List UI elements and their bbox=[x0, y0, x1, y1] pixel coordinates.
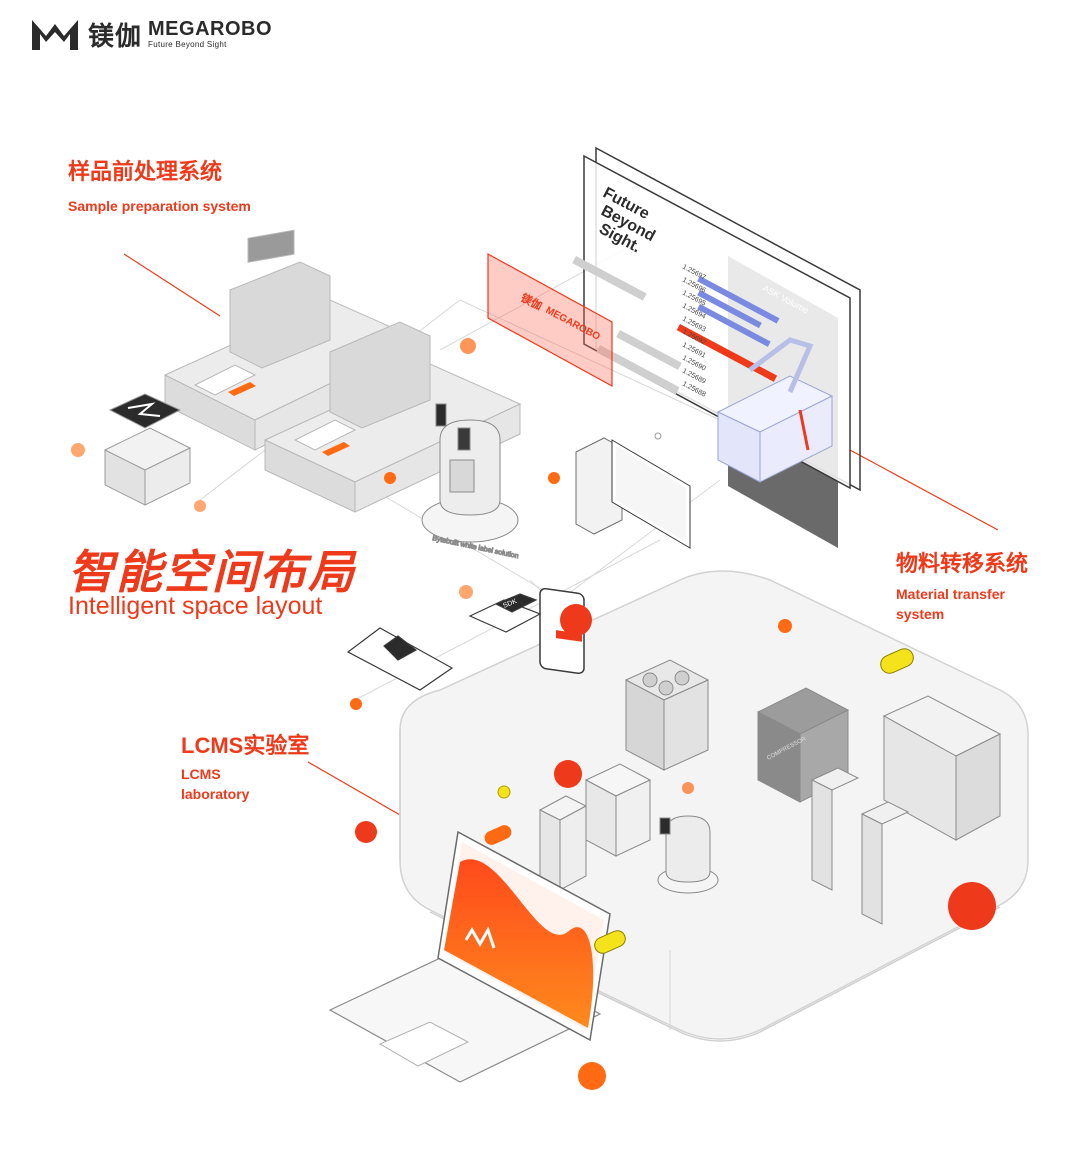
headline-zh: 智能空间布局 bbox=[68, 546, 356, 598]
sample-prep-title: 样品前处理系统 bbox=[68, 159, 223, 184]
sdk-and-tablet: SDK bbox=[346, 593, 542, 691]
server-stack bbox=[103, 393, 192, 506]
megarobo-logo-icon bbox=[32, 20, 78, 50]
material-transfer-title: 物料转移系统 bbox=[896, 551, 1029, 576]
brand-card: 镁伽 MEGAROBO bbox=[487, 252, 613, 388]
lab-equipment: COMPRESSOR bbox=[538, 659, 1002, 925]
brand-name-en-block: MEGAROBO Future Beyond Sight bbox=[148, 19, 272, 49]
brand-name-en: MEGAROBO bbox=[148, 18, 273, 40]
material-transfer-subtitle: Material transfer system bbox=[896, 586, 1005, 622]
brand-tagline: Future Beyond Sight bbox=[148, 40, 227, 49]
laptop-icon bbox=[328, 830, 611, 1083]
lcms-lab-subtitle: LCMS laboratory bbox=[181, 766, 250, 802]
headline-en: Intelligent space layout bbox=[68, 592, 323, 620]
sample-prep-subtitle: Sample preparation system bbox=[68, 198, 251, 214]
brand-name-zh: 镁伽 bbox=[88, 20, 143, 51]
workstation bbox=[575, 437, 691, 549]
yellow-cylinders bbox=[484, 648, 914, 954]
lcms-lab-title: LCMS实验室 bbox=[181, 733, 310, 758]
transfer-robot bbox=[716, 337, 834, 483]
accent-dots bbox=[71, 338, 996, 1090]
brand-header: 镁伽 MEGAROBO Future Beyond Sight bbox=[30, 14, 272, 54]
